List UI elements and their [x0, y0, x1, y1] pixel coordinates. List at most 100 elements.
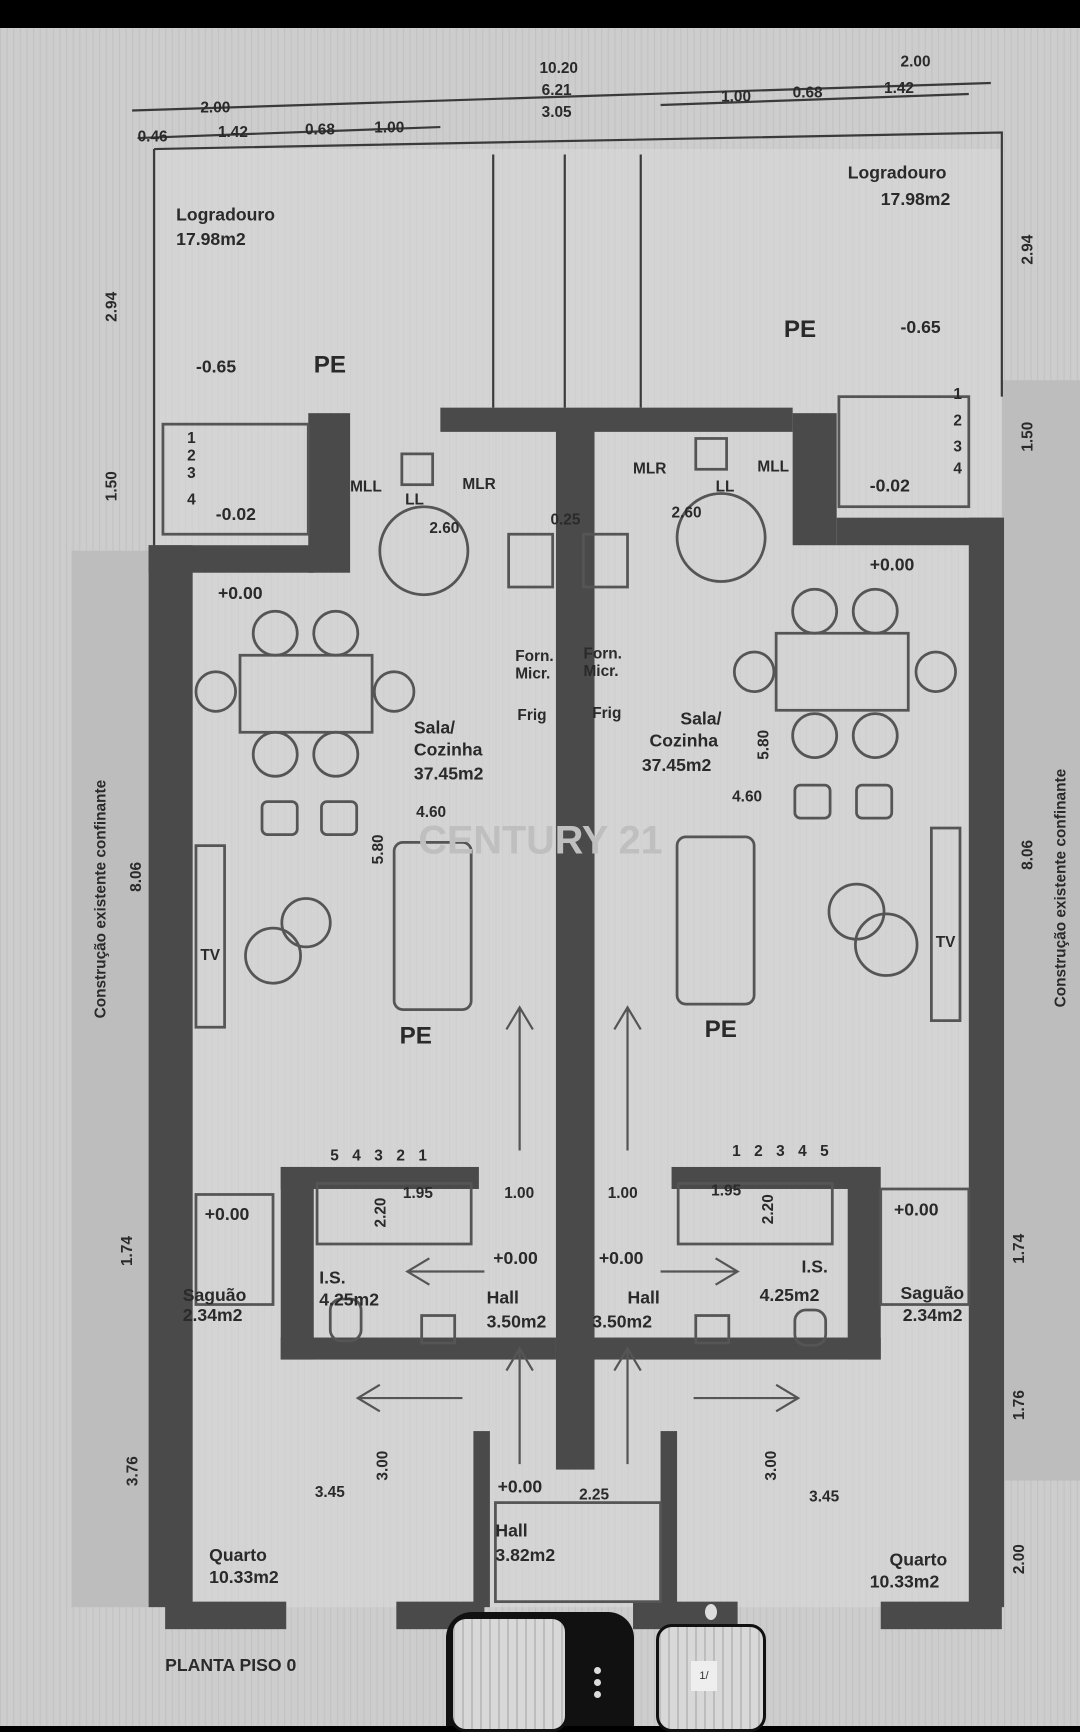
- plan-label: 3: [374, 1147, 383, 1164]
- plan-label: 10.33m2: [870, 1571, 940, 1591]
- plan-label: 2.34m2: [903, 1305, 963, 1325]
- plan-label: 3.82m2: [495, 1545, 555, 1565]
- plan-label: 2.00: [901, 54, 931, 71]
- plan-label: 2.25: [579, 1486, 609, 1503]
- plan-label: MLR: [462, 476, 495, 493]
- plan-label: -0.65: [901, 317, 941, 337]
- plan-label: 2.94: [1020, 234, 1037, 264]
- plan-label: MLR: [633, 461, 666, 478]
- plan-label: 5.80: [370, 834, 387, 864]
- plan-label: 1: [732, 1143, 741, 1160]
- plan-label: 4.60: [732, 789, 762, 806]
- plan-label: Logradouro: [848, 163, 947, 183]
- plan-label: Hall: [487, 1287, 519, 1307]
- plan-label: Cozinha: [650, 731, 719, 751]
- left-unit-labels: Logradouro 17.98m2 -0.65 PE 1 2 3 4 -0.0…: [176, 205, 554, 1587]
- plan-label: 2: [754, 1143, 763, 1160]
- plan-label: 4: [352, 1147, 361, 1164]
- plan-label: 3: [953, 439, 962, 456]
- plan-label: +0.00: [894, 1199, 939, 1219]
- plan-label: 2.00: [200, 100, 230, 117]
- plan-label: 2: [187, 447, 196, 464]
- neighbour-right: [1001, 380, 1080, 1481]
- arrows: [355, 1005, 801, 1465]
- plan-label: 3.45: [809, 1489, 839, 1506]
- plan-label: 4: [953, 461, 962, 478]
- right-unit-labels: Logradouro 17.98m2 -0.65 PE 1 2 3 4 -0.0…: [583, 163, 964, 1592]
- floor-plan-image: CENTURY 21 10.20 6.21 3.05 2.00 0.46 1.4…: [0, 28, 1080, 1726]
- plan-label: 4: [187, 491, 196, 508]
- plan-label: 2: [396, 1147, 405, 1164]
- plan-label: 1.00: [504, 1185, 534, 1202]
- plan-label: LL: [716, 478, 735, 495]
- plan-label: Forn.: [583, 646, 621, 663]
- plan-label: 0.46: [138, 128, 168, 145]
- plan-label: MLL: [757, 458, 789, 475]
- plan-label: PE: [705, 1016, 737, 1043]
- plot-lines: [132, 81, 1003, 546]
- plan-label: 2.00: [1011, 1544, 1028, 1574]
- plan-label: 2: [953, 412, 962, 429]
- plan-label: 1.50: [1020, 422, 1037, 452]
- plan-label: 0.68: [305, 122, 335, 139]
- plan-label: Hall: [495, 1521, 527, 1541]
- plan-label: 5: [820, 1143, 829, 1160]
- plan-label: Quarto: [209, 1545, 267, 1565]
- plan-label: 3: [187, 465, 196, 482]
- plan-label: +0.00: [218, 583, 263, 603]
- plan-label: 17.98m2: [881, 189, 951, 209]
- plan-label: 8.06: [1020, 840, 1037, 870]
- plan-label: Construção existente confinante: [93, 779, 110, 1018]
- plan-label: +0.00: [493, 1248, 538, 1268]
- plan-label: I.S.: [801, 1257, 827, 1277]
- plan-label: Micr.: [583, 663, 618, 680]
- plan-label: 37.45m2: [642, 755, 712, 775]
- plan-label: 5.80: [755, 730, 772, 760]
- plan-label: Frig: [517, 707, 546, 724]
- side-dimensions: 2.94 1.50 1.74 3.76 8.06 2.94 1.50 1.74 …: [93, 234, 1070, 1574]
- plan-label: 1.95: [403, 1185, 433, 1202]
- plan-label: 2.20: [372, 1198, 389, 1228]
- plan-label: 3.76: [125, 1456, 142, 1486]
- plan-label: 1: [418, 1147, 427, 1164]
- thumbnail-1-selected[interactable]: [450, 1616, 568, 1732]
- plan-label: +0.00: [498, 1477, 543, 1497]
- plan-label: 10.20: [539, 60, 578, 77]
- plan-label: 3.50m2: [592, 1312, 652, 1332]
- plan-label: +0.00: [599, 1248, 644, 1268]
- top-black-bar: [0, 0, 1080, 28]
- plan-label: TV: [936, 934, 956, 951]
- thumbnail-2[interactable]: [656, 1624, 766, 1732]
- plan-label: 3.05: [542, 104, 572, 121]
- plan-label: PE: [400, 1023, 432, 1050]
- plan-label: -0.02: [870, 475, 910, 495]
- plan-label: 8.06: [128, 862, 145, 892]
- plan-label: 1.74: [1011, 1233, 1028, 1263]
- plan-label: 1.00: [721, 89, 751, 106]
- plan-label: 1: [953, 386, 962, 403]
- plan-label: 37.45m2: [414, 764, 484, 784]
- plan-label: 1.42: [884, 80, 914, 97]
- plan-label: +0.00: [205, 1204, 250, 1224]
- plan-label: 17.98m2: [176, 229, 246, 249]
- plan-label: 4: [798, 1143, 807, 1160]
- plan-label: Forn.: [515, 648, 553, 665]
- plan-label: 3: [776, 1143, 785, 1160]
- plan-label: 0.25: [550, 511, 580, 528]
- plan-label: 1.00: [374, 120, 404, 137]
- plan-label: Logradouro: [176, 205, 275, 225]
- plan-label: -0.02: [216, 504, 256, 524]
- plan-label: 4.25m2: [319, 1290, 379, 1310]
- plan-label: MLL: [350, 478, 382, 495]
- plan-label: 4.60: [416, 804, 446, 821]
- plan-label: Saguão: [901, 1283, 965, 1303]
- plan-label: 1.95: [711, 1183, 741, 1200]
- plan-label: 2.20: [760, 1194, 777, 1224]
- plan-label: 1.76: [1011, 1390, 1028, 1420]
- plan-label: Sala/: [414, 717, 455, 737]
- plan-label: Sala/: [680, 709, 721, 729]
- center-labels: 0.25 +0.00 2.25 Hall 3.82m2: [495, 511, 609, 1565]
- plan-label: TV: [200, 947, 220, 964]
- plan-label: +0.00: [870, 555, 915, 575]
- plan-label: 2.60: [429, 520, 459, 537]
